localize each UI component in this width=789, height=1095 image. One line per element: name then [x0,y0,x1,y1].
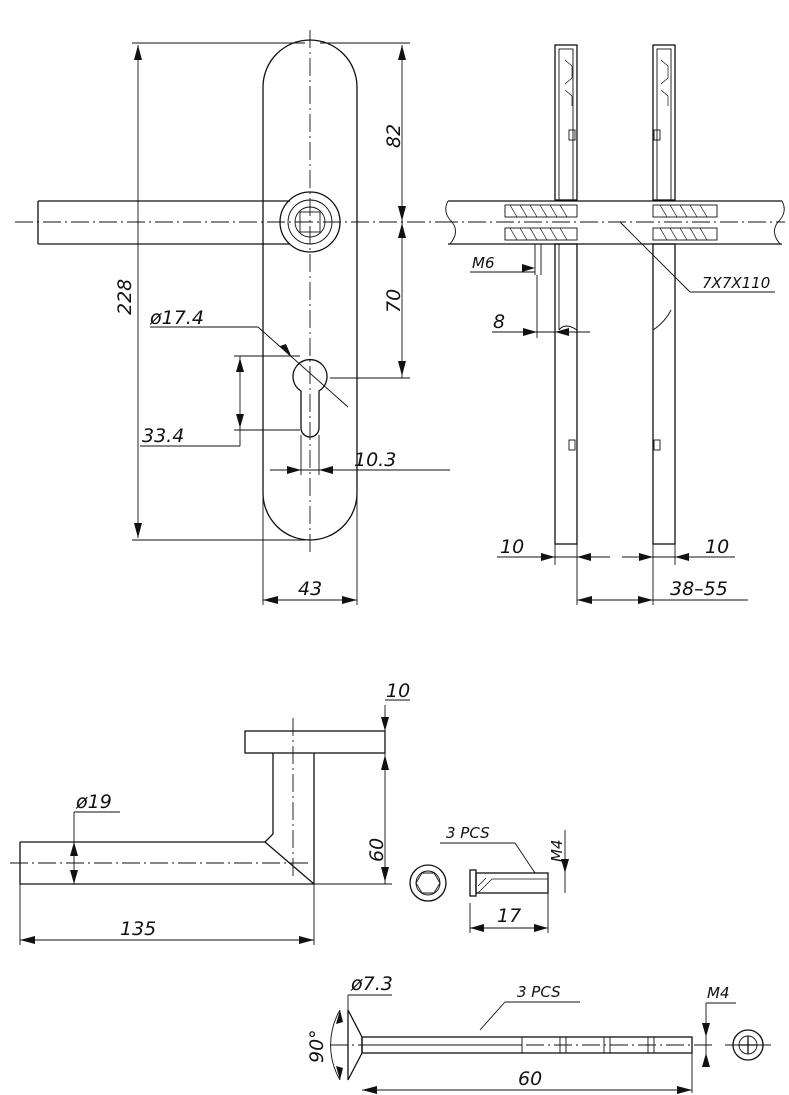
dim-8: 8 [493,311,505,333]
dim-rose-10: 10 [386,680,410,702]
sleeve-nut [475,872,549,894]
rose-outer [279,191,341,253]
dim-10-left: 10 [500,536,524,558]
spindle-square [299,211,321,233]
left-escutcheon [554,44,578,201]
dim-dia-7-3: ø7.3 [350,973,393,995]
dim-dia-17-4: ø17.4 [149,307,204,329]
screw-view: ø7.3 90° 3 PCS M4 60 [306,973,772,1094]
cylinder-hole [292,358,328,438]
dim-10-right: 10 [705,536,729,558]
dim-screw-60: 60 [518,1068,542,1090]
dim-10-3: 10.3 [354,449,396,471]
handle-view: 10 60 ø19 135 [10,680,410,945]
screw-m4: M4 [707,984,730,1002]
dim-angle-90: 90° [306,1029,328,1063]
dim-43: 43 [298,578,322,600]
dim-135: 135 [120,918,156,940]
sleeve-qty: 3 PCS [446,824,490,842]
dim-228: 228 [114,279,136,315]
dim-82: 82 [383,124,405,148]
dim-17: 17 [497,905,521,927]
right-escutcheon [652,44,676,201]
dim-33-4: 33.4 [142,425,184,447]
dim-m6: M6 [472,254,495,272]
lever-handle [19,753,315,885]
dim-dia-19: ø19 [75,791,112,813]
dim-7x7x110: 7X7X110 [702,274,770,292]
hex-nut [415,872,441,894]
handle-bar [37,200,290,245]
sleeve-view: 17 3 PCS M4 [409,824,569,933]
dim-60: 60 [366,838,388,862]
door-section [448,200,782,245]
side-view: M6 7X7X110 8 10 10 38–55 [440,44,785,605]
rose-plate [244,730,386,754]
front-view: 228 82 70 ø17.4 33.4 10.3 [15,30,450,605]
screw-qty: 3 PCS [517,983,561,1001]
dim-70: 70 [383,289,405,313]
sleeve-m4: M4 [548,840,566,863]
dim-38-55: 38–55 [670,578,728,600]
